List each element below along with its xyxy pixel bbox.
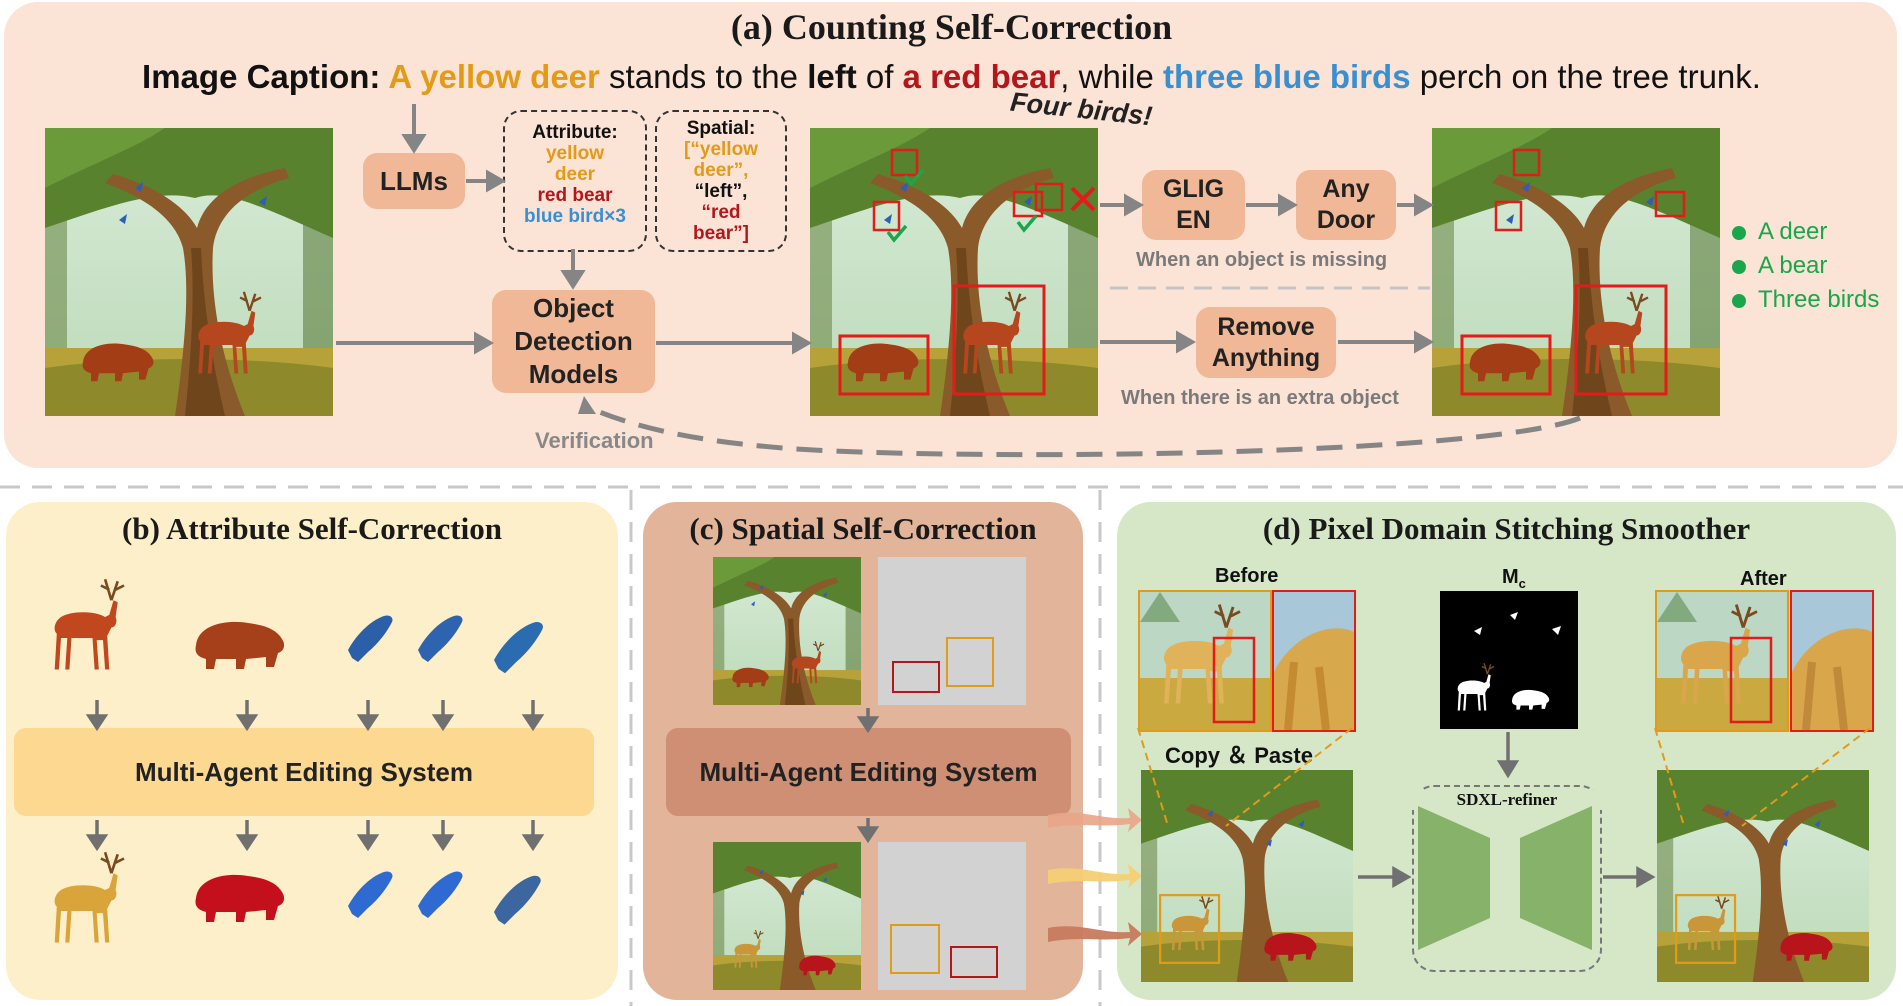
- decoder-shape: [1520, 806, 1592, 950]
- caption-yellow-deer: A yellow deer: [388, 58, 600, 95]
- panel-a-title: (a) Counting Self-Correction: [730, 7, 1173, 47]
- spatial-layout-before: [878, 557, 1026, 705]
- caption-blue-birds: three blue birds: [1163, 58, 1411, 95]
- attribute-yellow: yellow: [545, 143, 605, 164]
- odm-line-2: Detection: [514, 326, 633, 356]
- gligen-line-2: EN: [1176, 206, 1211, 234]
- odm-line-3: Models: [528, 359, 619, 389]
- result-text: A bear: [1758, 252, 1828, 279]
- copy-paste-label: Copy ＆ Paste: [1165, 743, 1313, 768]
- panel-d-title: (d) Pixel Domain Stitching Smoother: [1262, 511, 1751, 546]
- after-crop-deer: [1655, 590, 1789, 732]
- mask-image: [1440, 591, 1578, 729]
- panel-c-title: (c) Spatial Self-Correction: [689, 511, 1037, 546]
- spatial-box: Spatial: [“yellow deer”, “left”, “red be…: [655, 110, 787, 252]
- image-caption: Image Caption: A yellow deer stands to t…: [0, 58, 1903, 96]
- attribute-red-bear: red bear: [537, 185, 613, 206]
- stitched-forest-image: [1141, 770, 1353, 982]
- caption-prefix: Image Caption:: [142, 58, 389, 95]
- caption-left: left: [807, 58, 857, 95]
- before-crop-deer: [1138, 590, 1272, 732]
- panel-b-title: (b) Attribute Self-Correction: [122, 511, 502, 546]
- attribute-deer: deer: [554, 164, 596, 185]
- anydoor-line-1: Any: [1322, 175, 1370, 203]
- spatial-deer: deer”,: [693, 160, 749, 181]
- caption-text-1: stands to the: [599, 58, 808, 95]
- caption-text-3: , while: [1060, 58, 1164, 95]
- remove-anything-box: Remove Anything: [1196, 307, 1336, 378]
- remove-line-2: Anything: [1211, 343, 1321, 372]
- spatial-left: “left”,: [694, 181, 748, 202]
- detected-forest-image: [810, 128, 1098, 416]
- mask-sub: c: [1518, 576, 1526, 591]
- smoothed-forest-image: [1657, 770, 1869, 982]
- result-text: A deer: [1758, 218, 1828, 245]
- green-dot-icon: [1732, 259, 1746, 274]
- mask-label: Mc: [1502, 566, 1526, 591]
- result-item-birds: Three birds: [1732, 286, 1879, 314]
- caption-red-bear: a red bear: [902, 58, 1061, 95]
- before-zoom-deer: [1272, 590, 1356, 732]
- bear-box: [892, 661, 940, 693]
- llms-box: LLMs: [363, 153, 465, 209]
- missing-object-note: When an object is missing: [1136, 249, 1388, 271]
- object-detection-box: Object Detection Models: [492, 290, 655, 393]
- after-label: After: [1740, 568, 1787, 590]
- after-zoom-deer: [1790, 590, 1874, 732]
- brush-arrow-icon: [1048, 922, 1142, 946]
- gligen-line-1: GLIG: [1162, 175, 1225, 203]
- brush-arrow-icon: [1048, 808, 1142, 832]
- gligen-box: GLIG EN: [1142, 170, 1245, 240]
- panel-b-animals: [53, 577, 545, 944]
- panel-b-editing-system: Multi-Agent Editing System: [14, 728, 594, 816]
- attribute-box: Attribute: yellow deer red bear blue bir…: [503, 110, 647, 252]
- result-item-deer: A deer: [1732, 218, 1827, 246]
- green-dot-icon: [1732, 225, 1746, 240]
- deer-box: [890, 924, 940, 974]
- deer-box: [946, 637, 994, 687]
- spatial-bear: bear”]: [693, 223, 749, 244]
- mask-main: M: [1502, 566, 1519, 588]
- result-text: Three birds: [1758, 286, 1880, 313]
- extra-object-note: When there is an extra object: [1121, 387, 1399, 409]
- anydoor-line-2: Door: [1316, 206, 1376, 234]
- remove-line-1: Remove: [1217, 312, 1315, 341]
- caption-text-2: of: [856, 58, 903, 95]
- caption-text-4: perch on the tree trunk.: [1410, 58, 1761, 95]
- result-item-bear: A bear: [1732, 252, 1827, 280]
- spatial-red: “red: [701, 202, 741, 223]
- corrected-forest-image: [1432, 128, 1720, 416]
- bear-box: [950, 946, 998, 978]
- before-label: Before: [1215, 565, 1279, 587]
- anydoor-box: Any Door: [1296, 170, 1396, 240]
- sdxl-refiner-label: SDXL-refiner: [1412, 790, 1602, 810]
- odm-line-1: Object: [533, 293, 614, 323]
- green-dot-icon: [1732, 293, 1746, 308]
- encoder-shape: [1418, 806, 1490, 950]
- attribute-title: Attribute:: [532, 122, 618, 143]
- brush-arrow-icon: [1048, 864, 1142, 888]
- spatial-title: Spatial:: [686, 118, 756, 139]
- panel-c-editing-system: Multi-Agent Editing System: [666, 728, 1071, 816]
- attribute-blue-bird: blue bird×3: [524, 206, 626, 227]
- spatial-yellow: [“yellow: [684, 139, 758, 160]
- spatial-layout-after: [878, 842, 1026, 990]
- sdxl-refiner-container: [1412, 785, 1602, 972]
